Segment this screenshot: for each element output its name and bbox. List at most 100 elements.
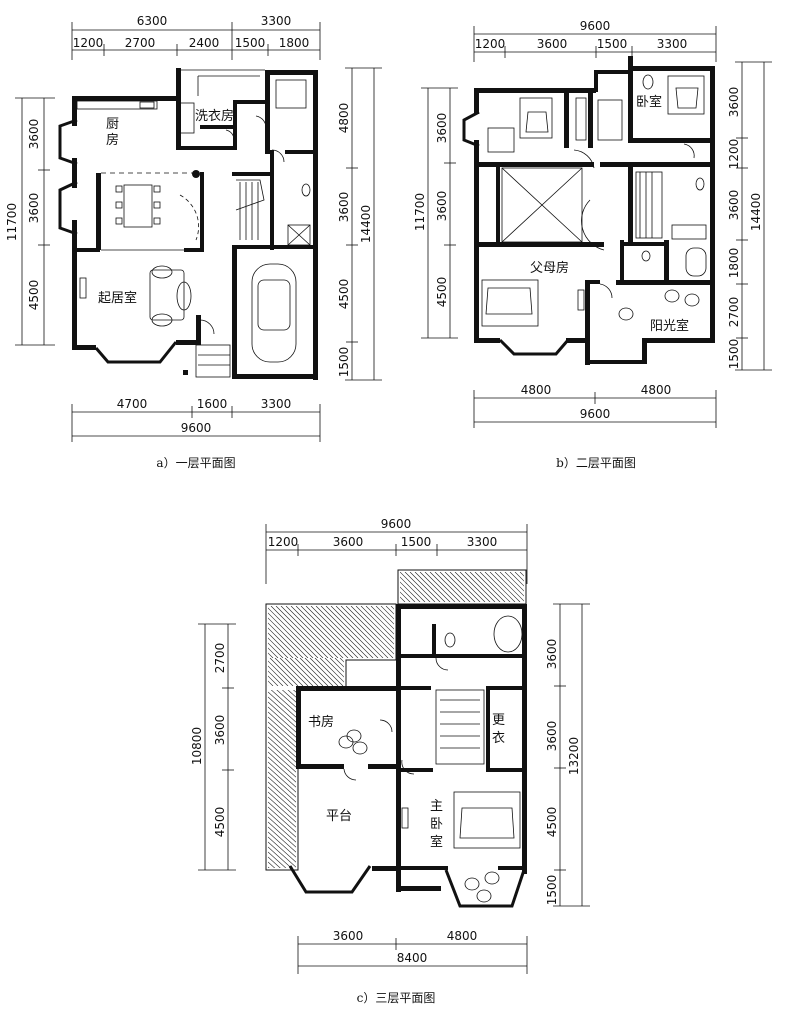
floor1-furniture: [76, 79, 311, 363]
floor3-walls: [288, 604, 527, 908]
roof-hatch-line: [268, 612, 314, 658]
roof-hatch-line: [268, 756, 296, 783]
roof-hatch-line: [268, 771, 296, 798]
roof-hatch-line: [268, 647, 279, 658]
roof-hatch-line: [268, 836, 296, 863]
floor2-bottom-dimensions: 4800 4800 9600: [473, 383, 717, 428]
roof-hatch-line: [419, 572, 451, 602]
roof-hatch-line: [411, 606, 463, 658]
f3-room-master-2: 卧: [430, 817, 443, 832]
roof-hatch-line: [454, 572, 486, 602]
roof-hatch-line: [268, 547, 296, 572]
roof-hatch-line: [474, 572, 506, 602]
f1-sub-dim-4: 1500: [235, 36, 266, 50]
roof-hatch-line: [385, 606, 394, 615]
f3-room-dressing-2: 衣: [492, 730, 505, 746]
f2-top-dim-2: 3600: [537, 37, 568, 51]
f3-right-dim-1: 3600: [545, 639, 559, 670]
roof-hatch-line: [270, 690, 296, 713]
f1-top-dim-1: 6300: [137, 14, 168, 28]
roof-hatch-line: [287, 690, 296, 698]
f2-right-dim-2: 1200: [727, 139, 741, 170]
roof-hatch-line: [414, 572, 446, 602]
roof-hatch-line: [268, 821, 296, 848]
roof-hatch-line: [416, 606, 468, 658]
roof-hatch-line: [324, 658, 344, 678]
roof-hatch-line: [304, 658, 334, 686]
roof-hatch-line: [268, 670, 284, 686]
floor2-furniture: [481, 74, 707, 327]
floor2-plan: 9600 1200 3600 1500 3300 11700 3600 3600…: [413, 19, 772, 470]
roof-hatch-line: [268, 796, 296, 823]
roof-hatch-line: [268, 801, 296, 828]
roof-hatch-line: [268, 562, 296, 587]
roof-hatch-line: [268, 597, 296, 622]
roof-hatch-line: [268, 806, 296, 833]
f2-room-parents: 父母房: [530, 260, 569, 276]
roof-hatch-line: [519, 572, 524, 577]
f3-room-terrace: 平台: [326, 809, 352, 824]
roof-hatch-line: [289, 658, 319, 686]
floor1-top-dimensions: 6300 3300 1200 2700 2400 1500 1800: [71, 14, 321, 60]
f3-room-master-3: 室: [430, 834, 443, 850]
roof-hatch-line: [294, 658, 324, 686]
f2-left-dim-1: 3600: [435, 113, 449, 144]
roof-hatch-line: [268, 856, 281, 868]
roof-hatch-region: [400, 572, 580, 602]
roof-hatch-line: [404, 572, 436, 602]
f1-bottom-dim-2: 1600: [197, 397, 228, 411]
f2-bottom-dim-1: 4800: [521, 383, 552, 397]
f1-room-kitchen-2: 房: [106, 132, 119, 148]
roof-hatch-line: [268, 721, 296, 748]
f1-left-total: 11700: [5, 203, 19, 241]
floor3-left-dimensions: 10800 2700 3600 4500: [190, 623, 236, 871]
roof-hatch-line: [310, 606, 364, 658]
roof-hatch-line: [429, 572, 461, 602]
roof-hatch-line: [268, 680, 274, 686]
roof-hatch-line: [350, 658, 378, 686]
f2-top-dim-1: 1200: [475, 37, 506, 51]
roof-hatch-line: [268, 627, 296, 652]
roof-hatch-line: [441, 606, 493, 658]
floor1-walls: [58, 68, 318, 380]
f2-right-dim-3: 3600: [727, 190, 741, 221]
roof-hatch-line: [268, 637, 289, 658]
roof-hatch-line: [401, 606, 453, 658]
roof-hatch-line: [268, 587, 296, 612]
f3-room-study: 书房: [308, 714, 334, 730]
roof-hatch-line: [299, 658, 329, 686]
roof-hatch-line: [365, 606, 394, 635]
roof-hatch-line: [268, 592, 296, 617]
f2-room-bedroom: 卧室: [636, 94, 662, 110]
roof-hatch-line: [314, 658, 344, 686]
roof-hatch-line: [268, 617, 296, 642]
roof-hatch-line: [268, 766, 296, 793]
roof-hatch-line: [409, 572, 441, 602]
roof-hatch-line: [268, 776, 296, 803]
roof-hatch-line: [268, 701, 296, 728]
roof-hatch-line: [400, 591, 411, 602]
roof-hatch-line: [380, 606, 394, 620]
f2-top-dim-4: 3300: [657, 37, 688, 51]
f3-top-dim-2: 3600: [333, 535, 364, 549]
roof-hatch-line: [268, 660, 294, 686]
floor1-labels: 厨 房 洗衣房 起居室: [98, 108, 234, 306]
roof-hatch-line: [400, 586, 416, 602]
roof-hatch-line: [550, 572, 580, 602]
roof-hatch-line: [400, 572, 431, 602]
f1-sub-dim-2: 2700: [125, 36, 156, 50]
f3-top-dim-3: 1500: [401, 535, 432, 549]
f1-left-dim-3: 4500: [27, 280, 41, 311]
roof-hatch-line: [268, 582, 296, 607]
floor1-bottom-dimensions: 4700 1600 3300 9600: [71, 397, 321, 442]
roof-hatch-line: [400, 596, 406, 602]
roof-hatch-region: [268, 606, 493, 658]
f1-room-laundry: 洗衣房: [195, 108, 234, 124]
f1-right-dim-4: 1500: [337, 347, 351, 378]
roof-hatch-line: [479, 572, 511, 602]
f2-top-total: 9600: [580, 19, 611, 33]
roof-hatch-line: [268, 612, 296, 637]
floor2-right-dimensions: 3600 1200 3600 1800 2700 1500 14400: [727, 61, 772, 371]
roof-hatch-line: [280, 606, 334, 658]
roof-hatch-line: [320, 606, 374, 658]
